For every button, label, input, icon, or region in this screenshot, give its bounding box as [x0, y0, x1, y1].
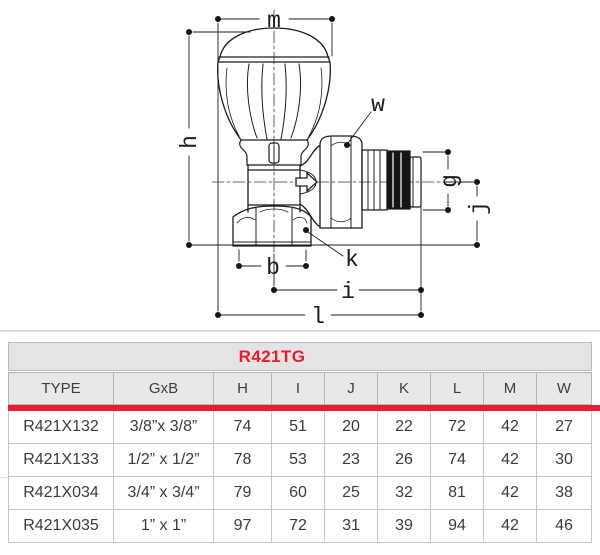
table-cell: 22	[378, 411, 431, 443]
table-cell: R421X132	[9, 411, 114, 443]
table-cell: 25	[325, 477, 378, 509]
centerlines	[211, 9, 447, 253]
header-cell-type: TYPE	[9, 373, 114, 404]
table-cell: 97	[214, 510, 272, 542]
table-cell: 42	[484, 477, 537, 509]
dim-k-leader	[307, 231, 344, 257]
table-cell: 38	[555, 484, 573, 501]
header-cell-i: I	[272, 373, 325, 404]
table-cell: 27	[555, 418, 573, 435]
table-cell: 3/8”x 3/8”	[114, 411, 214, 443]
table-cell: 78	[214, 444, 272, 476]
threaded-tailpiece	[361, 149, 422, 211]
red-divider-bar	[8, 405, 600, 411]
table-title-row: R421TG	[8, 342, 592, 371]
table-cell: 32	[378, 477, 431, 509]
dim-b	[238, 249, 307, 267]
table-cell: 72	[272, 510, 325, 542]
table-cell: 74	[431, 444, 484, 476]
table-row: R421X035 1” x 1” 97 72 31 39 94 42 46	[8, 510, 592, 543]
flow-direction-arrow-icon	[295, 171, 318, 193]
table-cell: 39	[378, 510, 431, 542]
dim-label-i: i	[341, 279, 355, 305]
table-cell: 1/2” x 1/2”	[114, 444, 214, 476]
dim-g	[422, 151, 449, 211]
table-cell: 42	[484, 510, 537, 542]
table-cell: 1” x 1”	[114, 510, 214, 542]
table-header-row: TYPE GxB H I J K L M W	[8, 372, 592, 405]
table-row: R421X133 1/2” x 1/2” 78 53 23 26 74 42 3…	[8, 444, 592, 477]
dim-w-leader	[347, 111, 372, 144]
dim-m	[217, 18, 333, 312]
table-cell: 74	[214, 411, 272, 443]
dim-label-j: j	[466, 201, 492, 215]
table-row: R421X132 3/8”x 3/8” 74 51 20 22 72 42 27	[8, 411, 592, 444]
table-cell: R421X034	[9, 477, 114, 509]
table-cell: 3/4” x 3/4”	[114, 477, 214, 509]
header-cell-l: L	[431, 373, 484, 404]
table-cell: R421X035	[9, 510, 114, 542]
specification-table: R421TG TYPE GxB H I J K L M W R421X132 3…	[8, 342, 600, 543]
table-cell: 23	[325, 444, 378, 476]
margin-line	[0, 477, 8, 478]
valve-technical-drawing: m h w g j k b i l	[177, 8, 492, 330]
table-cell: 46	[555, 517, 573, 534]
header-cell-gxb: GxB	[114, 373, 214, 404]
dim-label-m: m	[267, 8, 281, 34]
dim-label-h: h	[177, 135, 203, 149]
table-cell: 79	[214, 477, 272, 509]
dim-label-k: k	[345, 247, 359, 273]
table-cell: 26	[378, 444, 431, 476]
header-cell-k: K	[378, 373, 431, 404]
page-divider-line	[0, 330, 600, 332]
header-cell-w: W	[556, 380, 572, 397]
header-cell-m: M	[484, 373, 537, 404]
dim-label-g: g	[437, 174, 463, 188]
dim-h	[188, 31, 251, 242]
dimension-lines	[188, 18, 478, 316]
dim-label-b: b	[266, 255, 280, 281]
table-cell: 53	[272, 444, 325, 476]
table-cell: 42	[484, 444, 537, 476]
table-cell: R421X133	[9, 444, 114, 476]
header-cell-h: H	[214, 373, 272, 404]
dim-label-w: w	[371, 92, 385, 118]
table-cell: 72	[431, 411, 484, 443]
table-cell: 60	[272, 477, 325, 509]
dim-i	[273, 253, 422, 291]
dim-j	[445, 181, 478, 242]
dimension-dots	[186, 16, 480, 318]
handwheel-knob	[217, 27, 331, 141]
valve-bonnet	[239, 139, 309, 166]
table-cell: 94	[431, 510, 484, 542]
table-cell: 42	[484, 411, 537, 443]
table-row: R421X034 3/4” x 3/4” 79 60 25 32 81 42 3…	[8, 477, 592, 510]
table-cell: 81	[431, 477, 484, 509]
product-code-title: R421TG	[238, 346, 306, 366]
dim-label-l: l	[311, 304, 325, 330]
table-cell: 31	[325, 510, 378, 542]
table-cell: 30	[555, 451, 573, 468]
table-cell: 51	[272, 411, 325, 443]
table-cell: 20	[325, 411, 378, 443]
header-cell-j: J	[325, 373, 378, 404]
bottom-hex-nut	[232, 205, 312, 247]
